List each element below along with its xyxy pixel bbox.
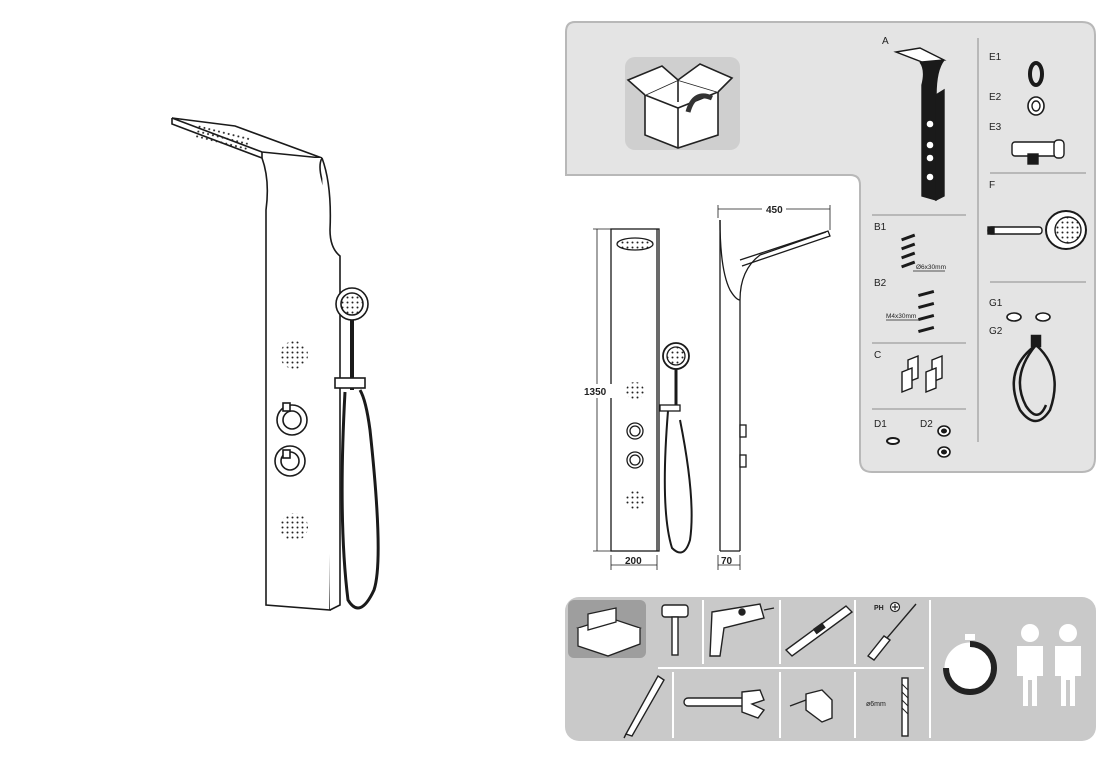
label-part-e3: E3 bbox=[989, 122, 1002, 133]
label-part-d2: D2 bbox=[920, 419, 933, 430]
label-part-b1: B1 bbox=[874, 222, 887, 233]
part-c-brackets-icon bbox=[901, 354, 943, 394]
wrench-icon bbox=[683, 689, 766, 719]
phillips-icon bbox=[889, 601, 901, 613]
two-persons-icon bbox=[1017, 624, 1081, 706]
screwdriver-icon bbox=[866, 603, 917, 661]
unbox-icon bbox=[625, 57, 740, 150]
label-part-c: C bbox=[874, 350, 881, 361]
dimension-depth: 70 bbox=[721, 556, 733, 567]
part-g1-washers-icon bbox=[1006, 312, 1051, 322]
label-part-g1: G1 bbox=[989, 298, 1003, 309]
part-b1-screws-icon bbox=[901, 233, 916, 269]
dimension-drawing-front bbox=[593, 228, 693, 570]
drill-bit-icon bbox=[901, 677, 909, 737]
dimension-drawing-side bbox=[717, 205, 831, 570]
dimension-height: 1350 bbox=[584, 387, 607, 398]
label-b1-spec: Ø6x30mm bbox=[916, 264, 946, 271]
tape-measure-icon bbox=[789, 689, 833, 723]
label-part-g2: G2 bbox=[989, 326, 1003, 337]
pencil-icon bbox=[623, 674, 665, 739]
part-e1-ring-icon bbox=[1028, 61, 1044, 87]
shower-panel-main-view bbox=[171, 117, 380, 611]
part-e2-nut-icon bbox=[1027, 96, 1045, 116]
dimension-arm: 450 bbox=[766, 205, 783, 216]
label-part-b2: B2 bbox=[874, 278, 887, 289]
label-part-e2: E2 bbox=[989, 92, 1002, 103]
part-d2-caps-icon bbox=[937, 425, 951, 458]
part-a-panel-icon bbox=[893, 47, 947, 202]
part-f-hand-shower-icon bbox=[987, 210, 1087, 250]
part-e3-hose-holder-icon bbox=[1011, 139, 1065, 165]
timer-icon bbox=[943, 634, 997, 695]
timer-minutes: 30 bbox=[958, 657, 982, 682]
drill-bit-size-label: ø6mm bbox=[866, 701, 886, 708]
screwdriver-type-label: PH bbox=[874, 605, 884, 612]
label-part-f: F bbox=[989, 180, 995, 191]
spirit-level-icon bbox=[784, 605, 854, 657]
hammer-icon bbox=[661, 604, 689, 656]
label-part-a: A bbox=[882, 36, 889, 47]
part-b2-screws-icon bbox=[918, 289, 935, 334]
part-g2-hose-icon bbox=[1012, 334, 1056, 423]
dimension-width: 200 bbox=[625, 556, 642, 567]
label-part-d1: D1 bbox=[874, 419, 887, 430]
protective-mat-icon bbox=[576, 607, 642, 657]
part-d1-washer-icon bbox=[886, 437, 900, 445]
label-part-e1: E1 bbox=[989, 52, 1002, 63]
drill-icon bbox=[709, 603, 775, 657]
label-b2-spec: M4x30mm bbox=[886, 313, 916, 320]
